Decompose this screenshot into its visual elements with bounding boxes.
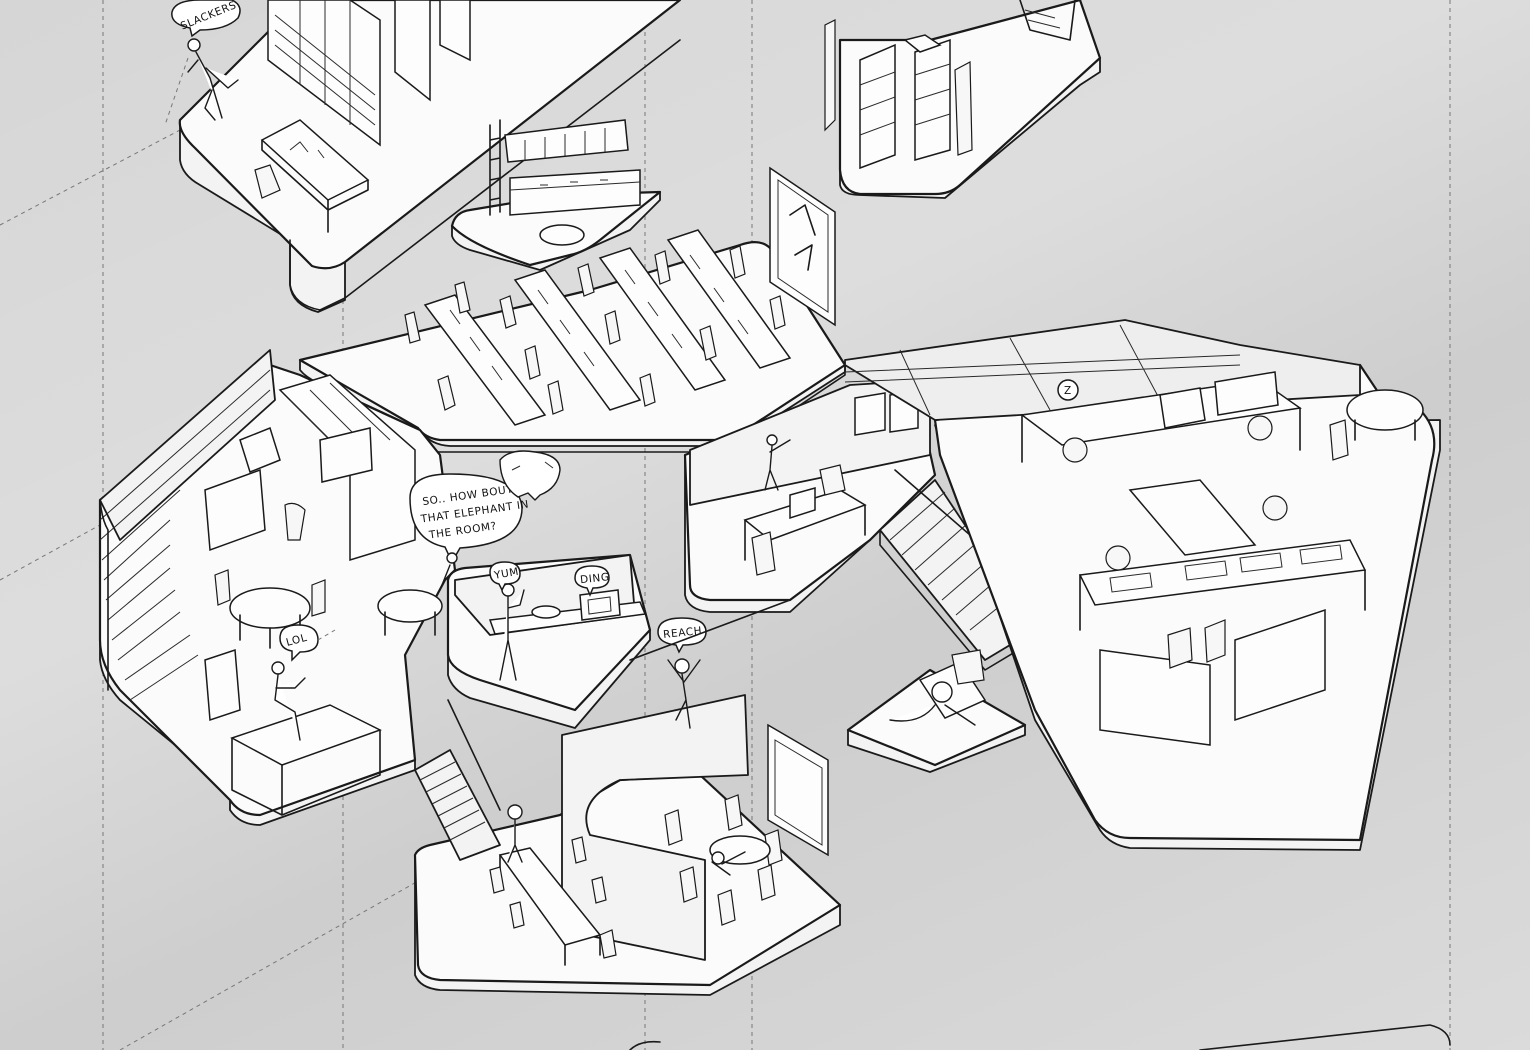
- speech-bubble-elephant: SO.. HOW BOUT THAT ELEPHANT IN THE ROOM?: [409, 473, 530, 591]
- right-office-plate: [844, 319, 1441, 851]
- speech-bubble-ding: DING: [574, 565, 611, 597]
- wall-art-frame: [769, 166, 836, 327]
- desk-row-3: [598, 247, 727, 391]
- bubble-text-snore: Z: [1064, 385, 1072, 397]
- elephant-sketch: [499, 450, 561, 501]
- bubble-text-yum: YUM: [492, 566, 520, 582]
- speech-bubble-snore: Z: [1057, 379, 1079, 401]
- slacker-person: [187, 38, 239, 121]
- desk-row-4: [666, 229, 792, 369]
- speech-bubble-lol: LOL: [279, 624, 336, 662]
- meeting-people: [507, 804, 746, 876]
- lounge-floor-plate: [98, 349, 457, 826]
- desk-chairs: [404, 245, 786, 415]
- lounge-seated-person: [271, 661, 306, 741]
- library-floor-plate: [178, 0, 682, 313]
- bottom-meeting-plate: [413, 694, 1451, 1050]
- speech-bubble-slackers: SLACKERS: [164, 0, 241, 126]
- workstation-plate: [683, 379, 937, 613]
- bubble-text-ding: DING: [580, 571, 611, 586]
- hanging-person: [629, 599, 791, 729]
- kitchen-bar-plate: [446, 553, 652, 729]
- meeting-chairs: [489, 794, 783, 959]
- open-desk-plate: [298, 229, 847, 453]
- desk-row-1: [423, 294, 547, 426]
- speech-bubble-yum: YUM: [489, 561, 521, 592]
- office-chairs: [1062, 415, 1349, 669]
- bubble-text-lol: LOL: [285, 632, 309, 649]
- desk-row-2: [513, 269, 642, 411]
- workstation-person: [764, 434, 791, 491]
- napping-person: [889, 681, 976, 726]
- meeting-room-plate: [824, 0, 1102, 199]
- nap-pod-plate: [846, 649, 1027, 773]
- kitchen-island-plate: [450, 119, 662, 271]
